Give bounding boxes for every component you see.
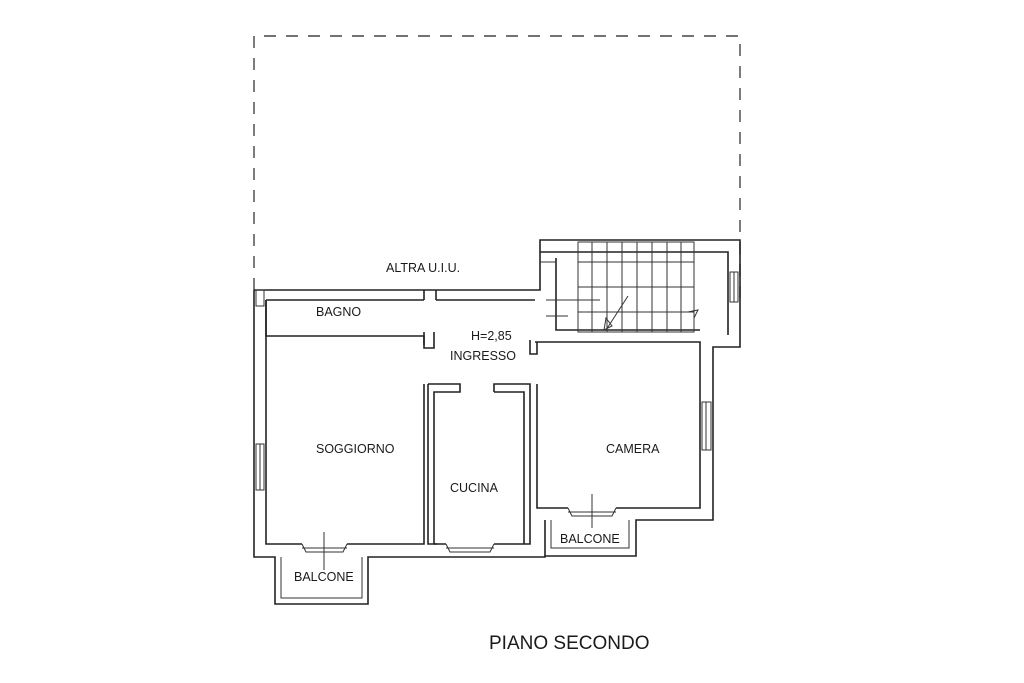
- room-labels: ALTRA U.I.U. BAGNO H=2,85 INGRESSO SOGGI…: [294, 261, 660, 654]
- outer-walls: [253, 239, 741, 605]
- label-bagno: BAGNO: [316, 305, 361, 319]
- label-altra-uiu: ALTRA U.I.U.: [386, 261, 460, 275]
- label-soggiorno: SOGGIORNO: [316, 442, 395, 456]
- label-balcone-left: BALCONE: [294, 570, 354, 584]
- staircase: [540, 241, 699, 333]
- label-ingresso: INGRESSO: [450, 349, 516, 363]
- internal-walls: [423, 290, 538, 545]
- windows: [255, 271, 739, 570]
- floor-title: PIANO SECONDO: [489, 633, 649, 654]
- label-cucina: CUCINA: [450, 481, 499, 495]
- label-height: H=2,85: [471, 329, 512, 343]
- label-camera: CAMERA: [606, 442, 660, 456]
- label-balcone-right: BALCONE: [560, 532, 620, 546]
